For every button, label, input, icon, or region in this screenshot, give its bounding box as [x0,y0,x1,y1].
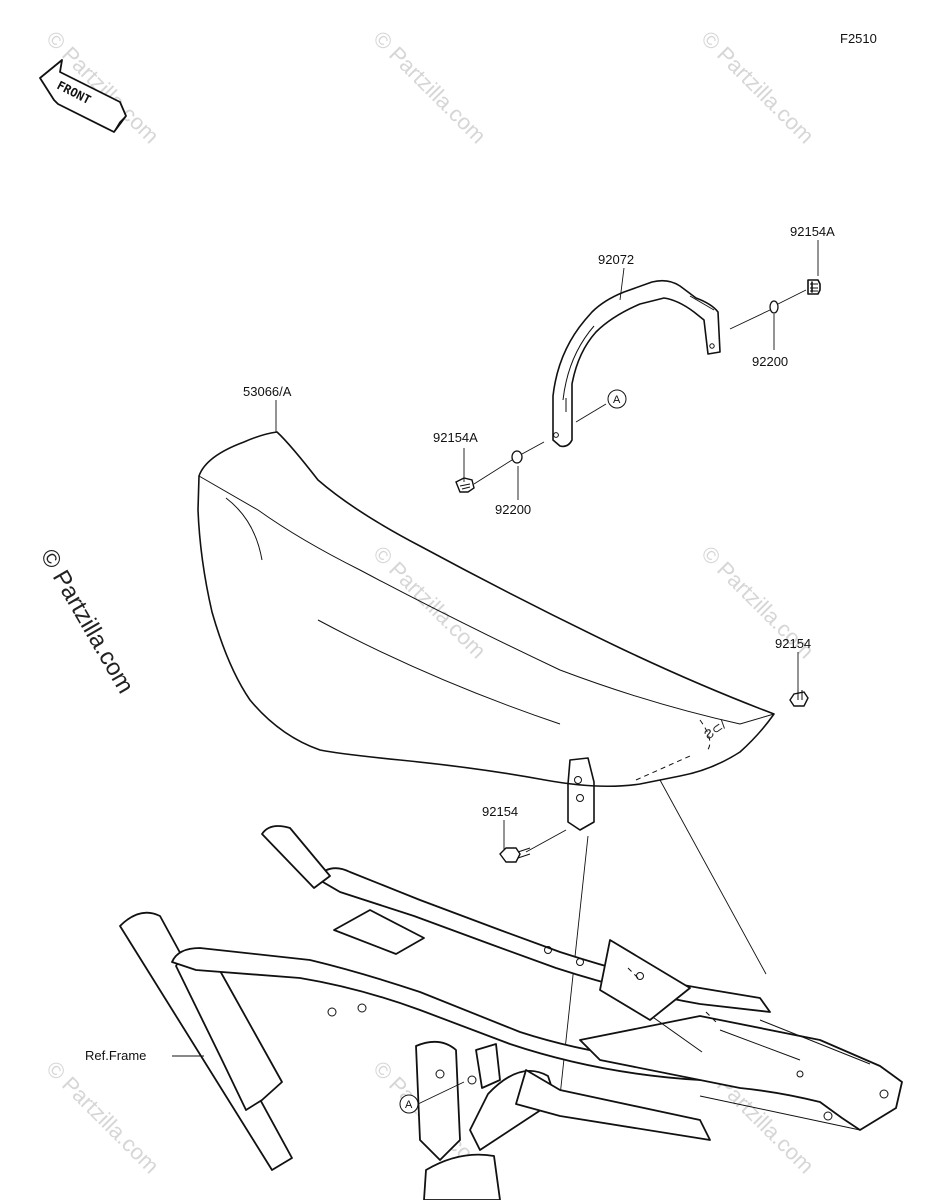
label-bolt-a-right: 92154A [790,224,835,239]
bolt-lower-icon [499,847,531,863]
bolt-left-icon [455,477,475,493]
washer-left-icon [511,450,523,464]
ref-a-leader [575,403,607,423]
label-washer-left: 92200 [495,502,531,517]
washer-right-icon [769,300,779,314]
svg-text:A: A [405,1099,413,1111]
ref-marker-a-lower: A [399,1094,419,1114]
svg-text:A: A [613,394,621,406]
label-bolt-lower: 92154 [482,804,518,819]
diagram-code: F2510 [840,31,877,46]
label-bolt-a-left: 92154A [433,430,478,445]
watermark: © Partzilla.com [368,541,491,664]
watermark: © Partzilla.com [41,1056,164,1179]
watermark: © Partzilla.com [696,26,819,149]
label-grab-bar: 92072 [598,252,634,267]
grab-bar [552,279,721,448]
frame [119,825,903,1200]
assembly-line [729,289,807,330]
ref-a-leader [417,1081,465,1105]
label-bolt-rear: 92154 [775,636,811,651]
seat-bracket [567,757,595,831]
front-arrow-icon: FRONT [39,59,127,133]
assembly-line [473,441,545,485]
label-seat: 53066/A [243,384,292,399]
leader-lines [172,240,819,1057]
watermark-main: © Partzilla.com [35,545,139,699]
bolt-rear-icon [789,690,809,707]
bolt-right-icon [807,279,821,295]
ref-marker-a-upper: A [607,389,627,409]
label-washer-right: 92200 [752,354,788,369]
label-ref-frame: Ref.Frame [85,1048,146,1063]
seat: Ƨ⊂/ [197,431,775,788]
watermark: © Partzilla.com [368,26,491,149]
